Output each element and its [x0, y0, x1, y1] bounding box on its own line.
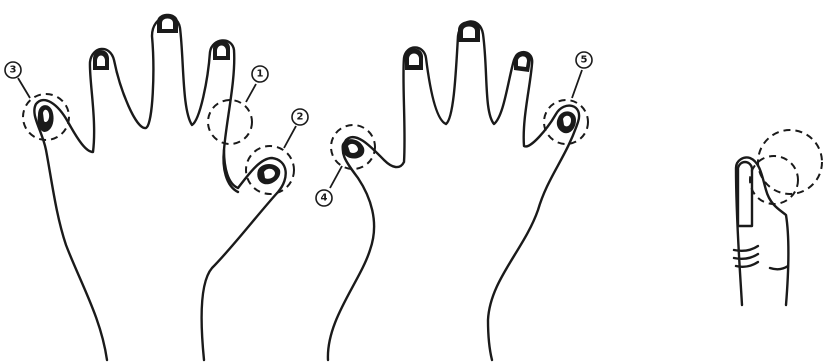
finger-crease-4	[770, 266, 788, 269]
leader-line-5	[572, 70, 582, 98]
marker-1-label: 1	[257, 69, 264, 80]
leader-line-2	[284, 126, 296, 148]
middle-hand-outline	[328, 21, 579, 360]
left-hand	[34, 14, 285, 360]
marker-3: 3	[5, 62, 21, 78]
finger-crease-2	[734, 254, 758, 259]
left-hand-outline	[34, 17, 285, 360]
marker-2: 2	[292, 109, 308, 125]
finger-detail	[734, 130, 822, 305]
middle-hand	[328, 21, 579, 360]
marker-3-label: 3	[10, 65, 17, 76]
marker-5: 5	[576, 52, 592, 68]
finger-outline	[736, 157, 788, 305]
leader-line-3	[18, 78, 30, 98]
marker-4-label: 4	[321, 193, 328, 204]
marker-1: 1	[252, 66, 268, 82]
marker-5-label: 5	[581, 55, 588, 66]
leader-line-1	[246, 84, 256, 102]
marker-2-label: 2	[297, 112, 304, 123]
marker-4: 4	[316, 190, 332, 206]
leader-line-4	[330, 166, 342, 188]
finger-circle-upper	[758, 130, 822, 194]
finger-nail-outline	[738, 162, 752, 226]
